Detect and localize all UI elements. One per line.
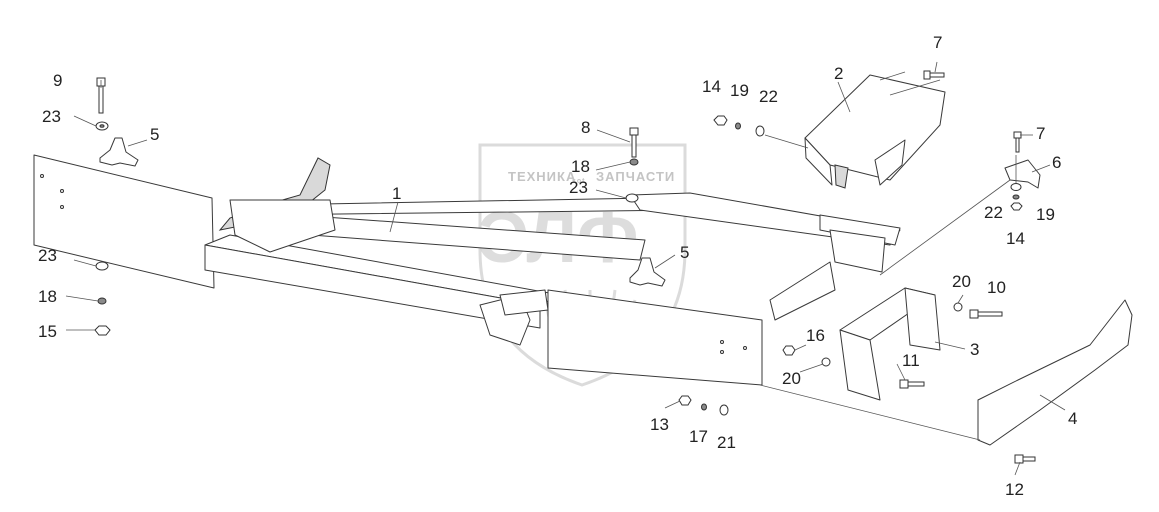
callout-20-lower: 20 <box>782 369 801 388</box>
callout-7-right: 7 <box>1036 124 1045 143</box>
callout-10: 10 <box>987 278 1006 297</box>
callout-6: 6 <box>1052 153 1061 172</box>
callout-labels: 1 2 3 4 5 5 6 7 7 8 9 10 11 12 13 14 14 … <box>38 33 1077 499</box>
plate-hole <box>743 346 747 350</box>
callout-18-left: 18 <box>38 287 57 306</box>
callout-13: 13 <box>650 415 669 434</box>
callout-12: 12 <box>1005 480 1024 499</box>
plate-hole <box>720 350 724 354</box>
watermark-text-right: ЗАПЧАСТИ <box>596 169 675 184</box>
frame-assembly <box>204 157 901 346</box>
callout-11: 11 <box>902 351 920 370</box>
callout-1: 1 <box>392 184 401 203</box>
callout-22-upper: 22 <box>759 87 778 106</box>
bracket <box>839 287 941 401</box>
callout-7-upper: 7 <box>933 33 942 52</box>
plate-hole <box>60 205 64 209</box>
callout-20-upper: 20 <box>952 272 971 291</box>
watermark-text-left: ТЕХНИКА <box>508 169 576 184</box>
leader-lines <box>65 61 1066 476</box>
plate-hole <box>40 174 44 178</box>
small-bracket <box>1004 159 1041 189</box>
plate-hole <box>720 340 724 344</box>
callout-8: 8 <box>581 118 590 137</box>
side-cover <box>977 299 1133 446</box>
clamp-left <box>99 137 139 167</box>
callout-23-lower: 23 <box>38 246 57 265</box>
top-cover <box>804 74 946 189</box>
callout-16: 16 <box>806 326 825 345</box>
left-end-plate <box>33 154 215 289</box>
callout-14-upper: 14 <box>702 77 721 96</box>
callout-4: 4 <box>1068 409 1077 428</box>
callout-3: 3 <box>970 340 979 359</box>
clamp-right <box>629 257 666 287</box>
callout-19-right: 19 <box>1036 205 1055 224</box>
callout-19-upper: 19 <box>730 81 749 100</box>
callout-5-left: 5 <box>150 125 159 144</box>
callout-9: 9 <box>53 71 62 90</box>
callout-15: 15 <box>38 322 57 341</box>
callout-5-right: 5 <box>680 243 689 262</box>
right-end-plate <box>547 289 763 386</box>
callout-18-center: 18 <box>571 157 590 176</box>
callout-14-right: 14 <box>1006 229 1025 248</box>
callout-2: 2 <box>834 64 843 83</box>
callout-23-upper: 23 <box>42 107 61 126</box>
plate-hole <box>60 189 64 193</box>
callout-22-right: 22 <box>984 203 1003 222</box>
callout-23-center: 23 <box>569 178 588 197</box>
callout-21: 21 <box>717 433 736 452</box>
callout-17: 17 <box>689 427 708 446</box>
watermark-text-sub: sot <box>572 178 586 185</box>
